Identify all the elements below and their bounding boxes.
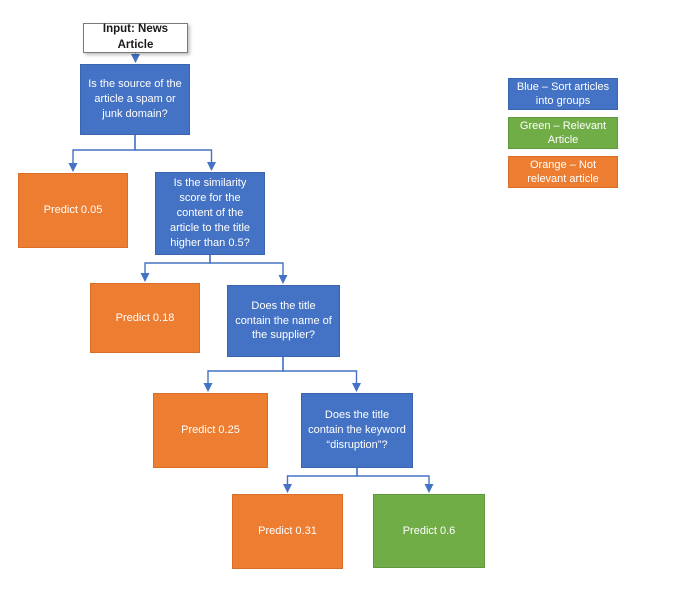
node-predict-0.18: Predict 0.18 bbox=[90, 283, 200, 353]
legend-item-green: Green – Relevant Article bbox=[508, 117, 618, 149]
legend-item-orange: Orange – Not relevant article bbox=[508, 156, 618, 188]
node-predict-0.25: Predict 0.25 bbox=[153, 393, 268, 468]
node-input: Input: News Article bbox=[83, 23, 188, 53]
legend-item-blue: Blue – Sort articles into groups bbox=[508, 78, 618, 110]
node-predict-0.05: Predict 0.05 bbox=[18, 173, 128, 248]
node-question-supplier-name: Does the title contain the name of the s… bbox=[227, 285, 340, 357]
node-question-keyword-disruption: Does the title contain the keyword “disr… bbox=[301, 393, 413, 468]
node-question-similarity-score: Is the similarity score for the content … bbox=[155, 172, 265, 255]
node-predict-0.31: Predict 0.31 bbox=[232, 494, 343, 569]
node-question-spam-domain: Is the source of the article a spam or j… bbox=[80, 64, 190, 135]
node-predict-0.6: Predict 0.6 bbox=[373, 494, 485, 568]
